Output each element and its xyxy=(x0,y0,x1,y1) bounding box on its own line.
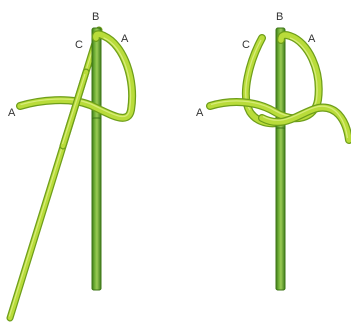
label-c: C xyxy=(75,39,83,51)
label-a-left: A xyxy=(8,107,16,119)
rope-end-c-front xyxy=(63,72,87,146)
label-a-loop: A xyxy=(308,33,316,45)
label-a-loop: A xyxy=(121,33,129,45)
step1-figure: A A B C xyxy=(8,11,132,318)
stick-front-segment xyxy=(92,118,101,290)
label-b-top: B xyxy=(276,11,283,23)
step2-figure: A A B C xyxy=(196,11,349,290)
label-a-left: A xyxy=(196,107,204,119)
rope-end-a xyxy=(210,35,319,118)
label-b-top: B xyxy=(92,11,99,23)
stick-front-segment xyxy=(276,128,285,290)
label-c: C xyxy=(242,39,250,51)
